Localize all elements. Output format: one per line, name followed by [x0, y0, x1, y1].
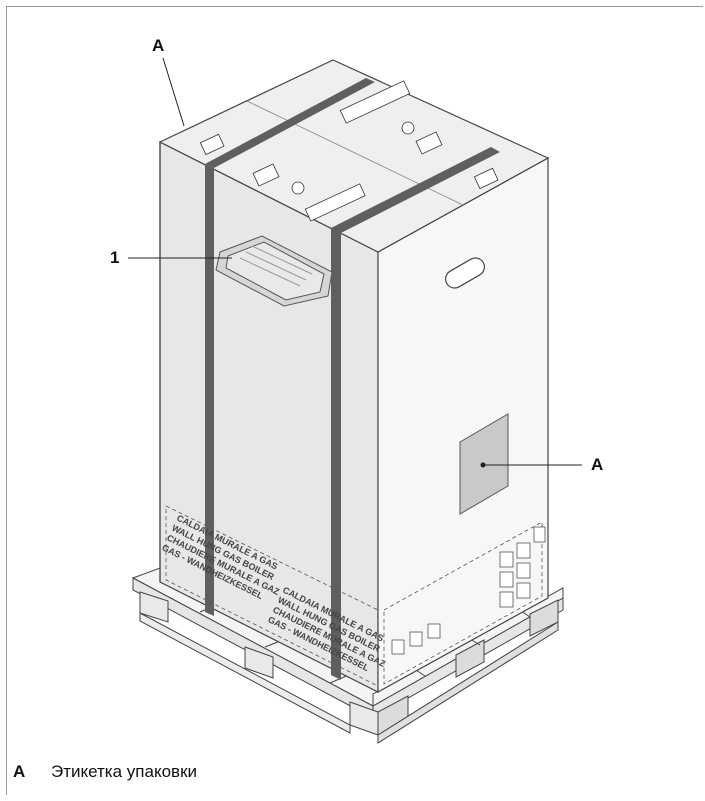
handle-cutout	[445, 257, 485, 289]
info-symbol	[401, 121, 415, 135]
leader-dot	[480, 462, 486, 468]
handling-symbol-box	[499, 551, 514, 568]
handling-symbol-box	[516, 582, 531, 599]
pouch-line	[251, 245, 313, 275]
figure-frame	[6, 6, 703, 795]
handling-symbol-box	[499, 591, 514, 608]
straps	[205, 78, 500, 680]
pouch-line	[239, 257, 301, 287]
pallet-block	[244, 646, 274, 679]
recycle-symbol-box	[427, 623, 441, 639]
callout-a-side: A	[591, 455, 604, 474]
strap-front-right	[331, 228, 341, 680]
top-text-block	[339, 80, 411, 124]
top-markings	[199, 80, 499, 222]
arrow-symbol-box	[473, 167, 499, 190]
strap-front-left	[205, 164, 214, 616]
strap-top-left	[205, 78, 375, 168]
legend-text: Этикетка упаковки	[51, 762, 198, 781]
box-top-face	[158, 59, 550, 253]
legend-key: A	[13, 762, 26, 781]
callout-a-top: A	[152, 36, 165, 55]
recycle-symbol-box	[409, 631, 423, 647]
recycle-symbol-box	[391, 639, 405, 655]
handling-symbol-box	[516, 562, 531, 579]
strap-top-right	[331, 147, 500, 233]
callout-1: 1	[110, 248, 120, 267]
legend: A Этикетка упаковки	[13, 762, 197, 782]
this-way-up-symbol-box	[533, 526, 546, 543]
leader-lines	[128, 57, 582, 466]
side-dashed-border	[383, 521, 543, 685]
top-text-block	[304, 183, 366, 222]
pallet-block	[139, 591, 169, 623]
fragile-symbol-box	[252, 163, 280, 187]
front-dashed-border	[165, 505, 379, 687]
pallet-bottom-board	[139, 612, 351, 734]
info-symbol	[291, 181, 305, 195]
pouch-line	[245, 251, 307, 281]
document-pouch	[215, 235, 333, 307]
pallet-block	[455, 639, 485, 678]
handling-symbol-box	[499, 571, 514, 588]
pallet-bottom-board	[377, 621, 559, 744]
handle-hole	[445, 257, 485, 289]
fragile-symbol-box	[415, 131, 443, 155]
leader-line-top-a	[162, 57, 185, 127]
handling-symbol-box	[516, 542, 531, 559]
arrow-symbol-box	[199, 133, 225, 156]
side-print-area	[383, 521, 546, 685]
